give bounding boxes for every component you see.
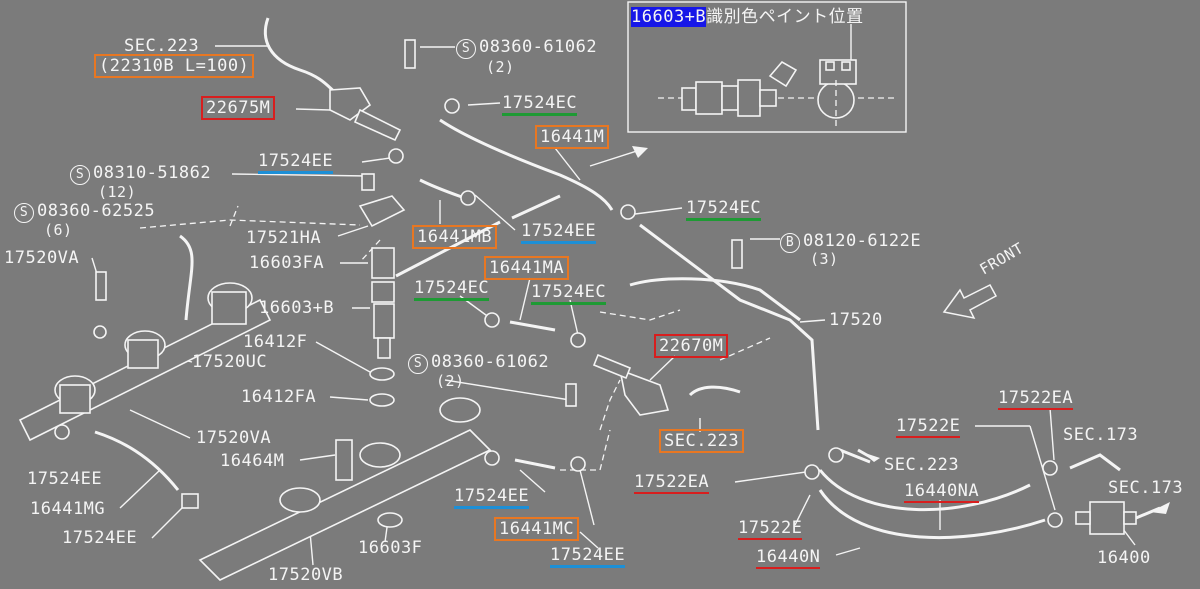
part-17524ee-a-label[interactable]: 17524EE bbox=[258, 151, 334, 174]
s-marker-icon: S bbox=[456, 39, 476, 59]
part-16441mb-label[interactable]: 16441MB bbox=[412, 225, 498, 249]
s-marker-icon: S bbox=[70, 165, 90, 185]
part-17524ee-b-label[interactable]: 17524EE bbox=[521, 221, 597, 244]
part-16441ma-label[interactable]: 16441MA bbox=[484, 256, 570, 280]
fuel-filter-drawing bbox=[1075, 501, 1137, 535]
part-16440n-label[interactable]: 16440N bbox=[756, 547, 821, 569]
part-17522ea-a-label[interactable]: 17522EA bbox=[998, 388, 1074, 410]
part-17524ee-d-label[interactable]: 17524EE bbox=[454, 486, 530, 509]
part-17524ee-c-label[interactable]: 17524EE bbox=[27, 469, 103, 489]
part-16603b-label[interactable]: 16603+B bbox=[259, 298, 335, 318]
qty-label: (12) bbox=[98, 183, 137, 201]
pressure-regulator-drawing bbox=[329, 87, 670, 416]
sec223-right-label[interactable]: SEC.223 bbox=[884, 455, 960, 475]
part-16603f-label[interactable]: 16603F bbox=[358, 538, 423, 558]
fuel-rail-drawing bbox=[18, 282, 492, 581]
part-16441mc-label[interactable]: 16441MC bbox=[494, 517, 580, 541]
part-17520vb-label[interactable]: 17520VB bbox=[268, 565, 344, 585]
s-marker-icon: S bbox=[408, 354, 428, 374]
highlight-code[interactable]: 16603+B bbox=[631, 7, 707, 27]
part-17522e-b-label[interactable]: 17522E bbox=[738, 518, 803, 540]
injector-drawing bbox=[95, 39, 743, 407]
inset-injector-drawing bbox=[681, 24, 857, 128]
part-16441mg-label[interactable]: 16441MG bbox=[30, 499, 106, 519]
sec223-top-label[interactable]: SEC.223 bbox=[124, 36, 200, 56]
part-17520va-a-label[interactable]: 17520VA bbox=[4, 248, 80, 268]
part-17524ee-f-label[interactable]: 17524EE bbox=[550, 545, 626, 568]
part-22670m-label[interactable]: 22670M bbox=[654, 334, 729, 358]
part-22675m-label[interactable]: 22675M bbox=[201, 96, 276, 120]
qty-label: (6) bbox=[44, 221, 73, 239]
sec173-b-label[interactable]: SEC.173 bbox=[1108, 478, 1184, 498]
part-17524ee-e-label[interactable]: 17524EE bbox=[62, 528, 138, 548]
part-17521ha-label[interactable]: 17521HA bbox=[246, 228, 322, 248]
part-17524ec-b-label[interactable]: 17524EC bbox=[686, 198, 762, 221]
part-17524ec-d-label[interactable]: 17524EC bbox=[531, 282, 607, 305]
part-17524ec-c-label[interactable]: 17524EC bbox=[414, 278, 490, 301]
hoses bbox=[94, 17, 1121, 540]
inset-caption-text: 識別色ペイント位置 bbox=[706, 7, 864, 27]
direction-arrows bbox=[395, 146, 1170, 520]
part-16603fa-label[interactable]: 16603FA bbox=[249, 253, 325, 273]
part-17524ec-a-label[interactable]: 17524EC bbox=[502, 93, 578, 116]
inset-frame bbox=[627, 1, 907, 133]
part-17520-label[interactable]: 17520 bbox=[829, 310, 883, 330]
hose-clamps bbox=[388, 98, 1063, 528]
qty-label: (2) bbox=[486, 58, 515, 76]
part-16464m-label[interactable]: 16464M bbox=[220, 451, 285, 471]
part-17520uc-label[interactable]: 17520UC bbox=[192, 352, 268, 372]
part-17522e-a-label[interactable]: 17522E bbox=[896, 416, 961, 438]
leader-lines bbox=[91, 45, 1136, 566]
b-marker-icon: B bbox=[780, 233, 800, 253]
s-marker-icon: S bbox=[14, 203, 34, 223]
part-16440na-label[interactable]: 16440NA bbox=[904, 481, 980, 503]
inset-caption: 16603+B識別色ペイント位置 bbox=[631, 7, 864, 27]
sec223-mid-label[interactable]: SEC.223 bbox=[659, 429, 745, 453]
part-16412f-label[interactable]: 16412F bbox=[243, 332, 308, 352]
hose-22310b-label[interactable]: (22310B L=100) bbox=[94, 54, 255, 78]
qty-label: (2) bbox=[436, 372, 465, 390]
part-16412fa-label[interactable]: 16412FA bbox=[241, 387, 317, 407]
part-17522ea-b-label[interactable]: 17522EA bbox=[634, 472, 710, 494]
part-16400-label[interactable]: 16400 bbox=[1097, 548, 1151, 568]
part-16441m-label[interactable]: 16441M bbox=[535, 125, 610, 149]
part-17520va-b-label[interactable]: 17520VA bbox=[196, 428, 272, 448]
qty-label: (3) bbox=[810, 250, 839, 268]
sec173-a-label[interactable]: SEC.173 bbox=[1063, 425, 1139, 445]
